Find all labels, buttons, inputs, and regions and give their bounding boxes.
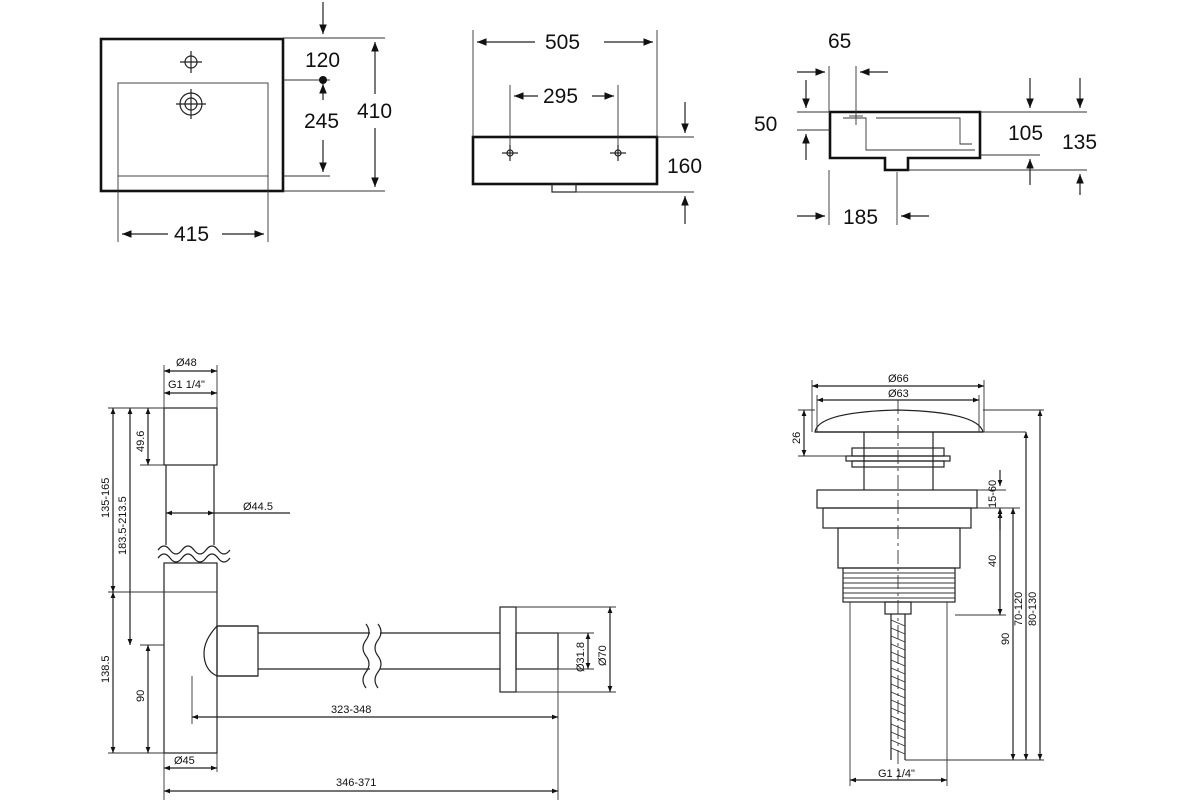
fixing-hole-right-icon [610,145,626,161]
dim-138-5: 138.5 [100,655,112,683]
dim-415: 415 [174,223,209,246]
bottle-trap-drawing: Ø48 G1 1/4" Ø44.5 49.6 183.5-213.5 135-1… [100,357,616,800]
wall-flange [499,606,517,693]
dim-d66: Ø66 [888,373,909,385]
dim-80-130: 80-130 [1027,592,1039,626]
dim-135: 135 [1062,131,1097,154]
dim-d70: Ø70 [597,645,609,666]
dim-295: 295 [543,85,578,108]
basin-top-view: 120 245 410 415 [99,2,392,246]
dim-185: 185 [843,206,878,229]
wall-pipe [515,632,559,670]
dim-d44-5: Ø44.5 [243,501,273,513]
drain-cap [814,409,984,433]
dim-245: 245 [304,110,339,133]
dim-135-165: 135-165 [100,478,112,518]
basin-outline [99,37,285,193]
fixing-hole-left-icon [502,145,518,161]
dim-49-6: 49.6 [135,431,147,452]
basin-bowl [117,82,269,177]
tap-hole-icon [180,51,202,73]
dim-323-348: 323-348 [331,704,371,716]
dim-346-371: 346-371 [336,777,376,789]
dim-d48: Ø48 [176,357,197,369]
basin-side-section: 65 50 185 105 135 [754,30,1097,229]
dim-410: 410 [357,100,392,123]
dim-183-5-213-5: 183.5-213.5 [117,496,129,555]
dim-26: 26 [791,432,803,444]
dim-65: 65 [828,30,851,53]
popup-drain-drawing: Ø66 Ø63 26 15-60 40 90 70-120 80-130 G1 … [791,373,1044,786]
basin-front-view: 505 295 160 [471,30,702,224]
dim-d31-8: Ø31.8 [575,642,587,672]
dim-505: 505 [545,31,580,54]
drain-hole-icon [176,89,206,119]
basin-front-outline [471,135,659,186]
dim-90-trap: 90 [135,690,147,702]
dim-40: 40 [987,555,999,567]
dim-50: 50 [754,113,777,136]
dim-d45: Ø45 [174,755,195,767]
drain-flange [816,489,978,509]
dim-d63: Ø63 [888,388,909,400]
basin-side-outline [828,110,982,172]
dim-15-60: 15-60 [987,480,999,508]
dim-g1-drain: G1 1/4" [878,768,915,780]
trap-body [163,562,218,754]
drain-spigot [551,183,577,193]
trap-cap [163,407,218,466]
drain-body [837,527,961,569]
dim-90-drain: 90 [1000,633,1012,645]
dim-105: 105 [1008,122,1043,145]
dim-g1-trap: G1 1/4" [168,379,205,391]
dim-160: 160 [667,155,702,178]
dim-70-120: 70-120 [1013,592,1025,626]
dim-120: 120 [305,49,340,72]
trap-outlet-joint [216,625,259,677]
